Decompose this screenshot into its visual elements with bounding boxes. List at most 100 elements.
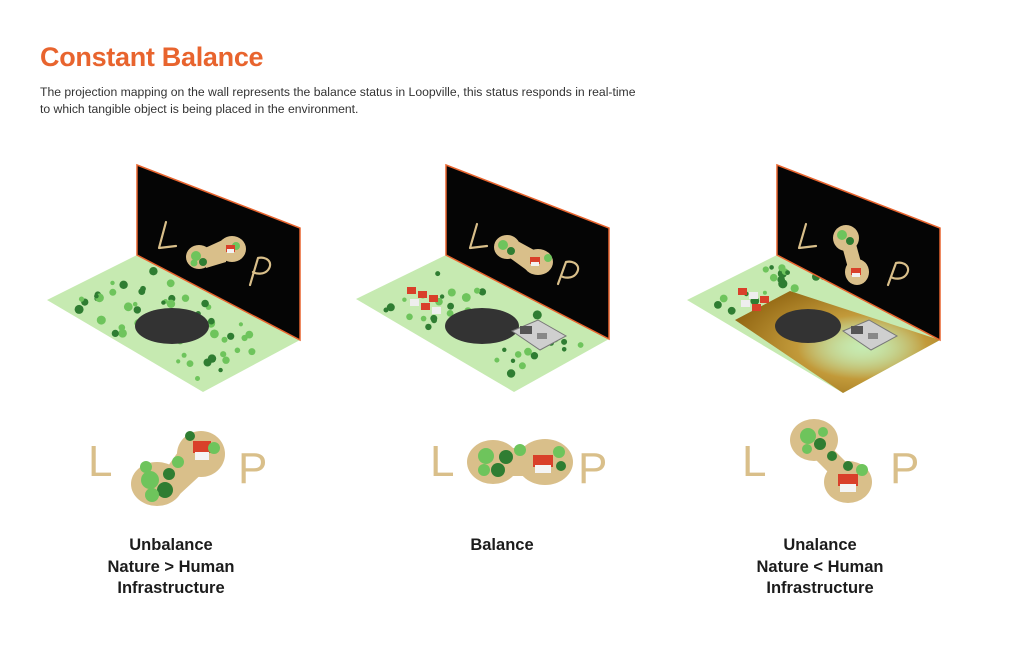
wall-letter-l bbox=[157, 220, 178, 250]
tree-icon bbox=[222, 356, 230, 364]
tree-icon bbox=[425, 323, 432, 331]
building-object bbox=[510, 319, 568, 351]
wall-loop-logo bbox=[468, 222, 580, 286]
floor-trees bbox=[714, 264, 826, 315]
tree-icon bbox=[430, 314, 438, 322]
tree-icon bbox=[561, 338, 568, 345]
tree-icon bbox=[78, 296, 85, 302]
tree-icon bbox=[510, 358, 516, 363]
logo-letter-l: L bbox=[430, 437, 454, 486]
houses-object bbox=[738, 288, 769, 311]
caption-unbalance-human: Unalance Nature < Human Infrastructure bbox=[700, 535, 940, 600]
tree-icon bbox=[238, 322, 243, 327]
tree-icon bbox=[447, 288, 456, 297]
tree-icon bbox=[778, 264, 786, 272]
tree-icon bbox=[221, 336, 228, 343]
tree-icon bbox=[94, 293, 99, 299]
tree-icon bbox=[439, 294, 445, 299]
tree-icon bbox=[532, 310, 542, 320]
logo-letter-p: P bbox=[238, 444, 267, 493]
caption-line: Unbalance bbox=[129, 536, 213, 554]
caption-line: Infrastructure bbox=[766, 579, 874, 597]
tree-icon bbox=[227, 332, 235, 340]
installation-unbalance-nature: L P bbox=[47, 163, 301, 506]
tree-icon bbox=[447, 302, 454, 310]
tree-icon bbox=[109, 288, 117, 296]
tree-icon bbox=[577, 342, 584, 348]
wall-loop bbox=[186, 236, 246, 269]
floor-hole bbox=[445, 308, 519, 344]
tree-icon bbox=[474, 287, 481, 294]
tree-icon bbox=[207, 354, 217, 363]
tree-icon bbox=[561, 347, 567, 352]
tree-icon bbox=[118, 329, 127, 338]
caption-line: Unalance bbox=[783, 536, 857, 554]
tree-icon bbox=[420, 315, 427, 322]
tree-icon bbox=[181, 352, 187, 358]
tree-icon bbox=[530, 352, 539, 360]
tree-icon bbox=[119, 280, 128, 289]
tree-icon bbox=[502, 347, 507, 352]
tree-icon bbox=[201, 299, 209, 308]
logo-letter-l: L bbox=[742, 437, 766, 486]
tree-icon bbox=[790, 284, 799, 293]
wall bbox=[776, 163, 941, 342]
tree-icon bbox=[210, 329, 219, 339]
tree-icon bbox=[218, 367, 223, 373]
caption-line: Balance bbox=[470, 536, 534, 554]
tree-icon bbox=[133, 306, 141, 314]
tree-icon bbox=[132, 301, 138, 307]
wall-letter-p bbox=[556, 260, 580, 286]
tree-icon bbox=[245, 330, 254, 339]
tree-icon bbox=[494, 357, 500, 363]
tree-icon bbox=[762, 266, 769, 273]
caption-balance: Balance bbox=[382, 535, 622, 557]
tree-icon bbox=[777, 275, 785, 284]
wall-loop bbox=[833, 225, 869, 285]
loop-logo: L P bbox=[88, 431, 267, 506]
floor-trees bbox=[74, 267, 256, 381]
tree-icon bbox=[446, 310, 454, 317]
tree-icon bbox=[435, 271, 441, 277]
caption-unbalance-nature: Unbalance Nature > Human Infrastructure bbox=[51, 535, 291, 600]
tree-icon bbox=[161, 300, 166, 305]
floor-hole bbox=[135, 308, 209, 344]
caption-line: Nature > Human bbox=[107, 557, 235, 576]
tree-icon bbox=[762, 290, 767, 295]
wall-letter-l bbox=[468, 222, 489, 250]
tree-icon bbox=[386, 303, 395, 312]
loop-logo: L P bbox=[430, 437, 607, 493]
tree-icon bbox=[208, 317, 215, 325]
wall-letter-p bbox=[248, 256, 272, 287]
wall-loop-logo bbox=[797, 222, 910, 287]
tree-icon bbox=[149, 267, 158, 276]
houses-object bbox=[407, 287, 441, 314]
wall-loop bbox=[494, 235, 553, 275]
caption-line: Infrastructure bbox=[117, 579, 225, 597]
tree-icon bbox=[463, 293, 470, 300]
tree-icon bbox=[166, 299, 176, 308]
tree-icon bbox=[110, 280, 115, 286]
tree-icon bbox=[524, 347, 532, 356]
tree-icon bbox=[74, 304, 84, 314]
tree-icon bbox=[402, 297, 407, 302]
tree-icon bbox=[123, 302, 133, 312]
tree-icon bbox=[186, 360, 194, 367]
tree-icon bbox=[220, 351, 227, 358]
floor-hole bbox=[775, 309, 841, 343]
tree-icon bbox=[478, 288, 487, 296]
tree-icon bbox=[181, 294, 190, 302]
tree-icon bbox=[166, 279, 175, 288]
logo-letter-p: P bbox=[890, 444, 919, 493]
tree-icon bbox=[518, 362, 526, 370]
wall-letter-l bbox=[797, 222, 818, 250]
wall-letter-p bbox=[886, 261, 910, 287]
tree-icon bbox=[96, 315, 106, 325]
tree-icon bbox=[138, 288, 146, 295]
tree-icon bbox=[406, 313, 413, 321]
tree-icon bbox=[506, 369, 516, 378]
logo-letter-l: L bbox=[88, 437, 112, 486]
tree-icon bbox=[514, 351, 522, 358]
tree-icon bbox=[769, 265, 774, 270]
